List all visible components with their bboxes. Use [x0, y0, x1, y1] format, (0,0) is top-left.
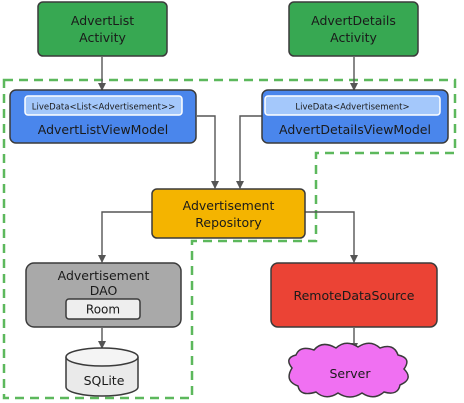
advert-list-activity-label-1: AdvertList — [71, 13, 134, 28]
repository-label-2: Repository — [195, 215, 262, 230]
arrow-repository-to-remote — [305, 211, 358, 263]
arrow-repository-to-dao — [98, 211, 152, 263]
advert-list-viewmodel-label: AdvertListViewModel — [38, 122, 168, 137]
advert-details-viewmodel-node: LiveData<Advertisement> AdvertDetailsVie… — [261, 89, 449, 144]
dao-label-1: Advertisement — [58, 268, 150, 283]
dao-node: Advertisement DAO Room — [25, 262, 182, 328]
sqlite-database-icon: SQLite — [65, 347, 139, 397]
repository-label-1: Advertisement — [183, 198, 275, 213]
dao-label-2: DAO — [90, 283, 118, 298]
remote-data-source-label: RemoteDataSource — [293, 288, 414, 303]
repository-node: Advertisement Repository — [151, 188, 306, 239]
advert-details-activity-node: AdvertDetails Activity — [288, 1, 419, 57]
module-boundary — [2, 78, 457, 400]
advert-list-viewmodel-node: LiveData<List<Advertisement>> AdvertList… — [9, 89, 197, 144]
advert-list-livedata-label: LiveData<List<Advertisement>> — [32, 103, 175, 113]
arrow-details-viewmodel-to-repository — [236, 115, 262, 189]
advert-details-livedata-label: LiveData<Advertisement> — [295, 103, 409, 113]
advert-details-viewmodel-label: AdvertDetailsViewModel — [279, 122, 431, 137]
server-label: Server — [330, 366, 372, 381]
remote-data-source-node: RemoteDataSource — [270, 262, 438, 328]
room-label: Room — [86, 303, 120, 317]
advert-list-activity-node: AdvertList Activity — [37, 1, 168, 57]
arrow-list-viewmodel-to-repository — [197, 115, 219, 189]
sqlite-label: SQLite — [84, 373, 125, 388]
server-cloud-icon: Server — [288, 342, 409, 398]
advert-details-activity-label-2: Activity — [330, 30, 377, 45]
advert-list-activity-label-2: Activity — [79, 30, 126, 45]
advert-details-activity-label-1: AdvertDetails — [311, 13, 396, 28]
